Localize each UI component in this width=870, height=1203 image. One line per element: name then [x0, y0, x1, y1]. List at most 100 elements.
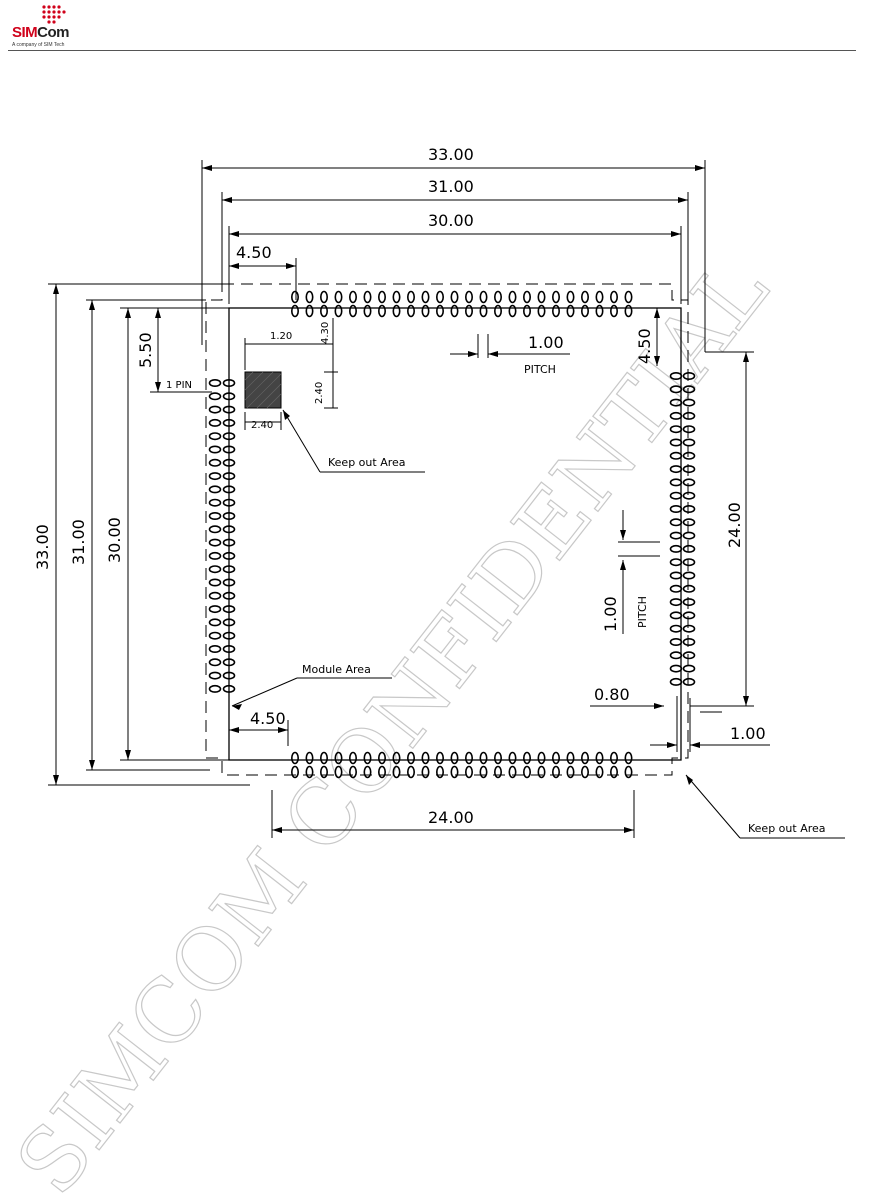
pad-bottom: [495, 753, 501, 764]
dim-top-33: 33.00: [428, 145, 474, 164]
pad-top: [480, 292, 486, 303]
pad-bottom: [582, 767, 588, 778]
pad-top: [524, 292, 530, 303]
pad-right: [684, 519, 695, 525]
pad-left: [210, 633, 221, 639]
pad-top: [596, 292, 602, 303]
dim-left-31: 31.00: [69, 519, 88, 565]
pad-right: [671, 546, 682, 552]
pad-left: [210, 486, 221, 492]
pad-top: [582, 306, 588, 317]
pad-right: [684, 559, 695, 565]
pad-left: [210, 393, 221, 399]
pad-top: [335, 306, 341, 317]
pad-top: [451, 292, 457, 303]
pad-top: [625, 306, 631, 317]
keepout-size-w: 2.40: [251, 420, 273, 431]
pad-left: [210, 513, 221, 519]
pin1-label: 1 PIN: [166, 380, 192, 391]
pad-right: [671, 639, 682, 645]
pad-bottom: [524, 753, 530, 764]
pad-left: [210, 646, 221, 652]
pad-right: [684, 453, 695, 459]
pad-top: [321, 306, 327, 317]
dim-top-left-offset: 4.50: [236, 243, 272, 262]
pad-right: [671, 626, 682, 632]
pad-bottom: [596, 753, 602, 764]
pad-top: [306, 292, 312, 303]
pad-top: [393, 292, 399, 303]
pad-right: [684, 626, 695, 632]
pad-right: [671, 612, 682, 618]
keepout-offset-h: 4.30: [320, 322, 331, 344]
pad-right: [671, 599, 682, 605]
pad-top: [582, 292, 588, 303]
pad-top: [321, 292, 327, 303]
watermark: SIMCOM CONFIDENTIAL: [0, 241, 788, 1203]
pad-left: [210, 380, 221, 386]
pad-top: [538, 306, 544, 317]
pad-right: [671, 466, 682, 472]
pad-top: [553, 292, 559, 303]
right-top-offset: 4.50: [635, 328, 654, 364]
top-pitch-value: 1.00: [528, 333, 564, 352]
pad-top: [451, 306, 457, 317]
pad-top: [509, 306, 515, 317]
pad-left: [210, 593, 221, 599]
pad-left: [210, 659, 221, 665]
pad-top: [292, 306, 298, 317]
pad-left: [210, 606, 221, 612]
pad-top: [611, 292, 617, 303]
pad-bottom: [292, 753, 298, 764]
pad-right: [684, 546, 695, 552]
pad-right: [684, 665, 695, 671]
keepout-size-h: 2.40: [314, 382, 325, 404]
top-pitch-label: PITCH: [524, 363, 556, 376]
pad-left: [210, 526, 221, 532]
pad-right: [671, 453, 682, 459]
pad-right: [684, 439, 695, 445]
pad-right: [671, 572, 682, 578]
pad-right: [684, 612, 695, 618]
pad-left: [210, 566, 221, 572]
pad-right: [684, 679, 695, 685]
pad-right: [684, 639, 695, 645]
keepout-offset-w: 1.20: [270, 331, 292, 342]
pad-bottom: [437, 753, 443, 764]
pad-top: [379, 306, 385, 317]
pad-bottom: [451, 767, 457, 778]
pad-bottom: [553, 767, 559, 778]
pad-right: [671, 665, 682, 671]
pad-right: [671, 519, 682, 525]
pad-right: [684, 506, 695, 512]
pad-left: [210, 672, 221, 678]
dim-left-33: 33.00: [33, 524, 52, 570]
pad-top: [379, 292, 385, 303]
pad-right: [671, 532, 682, 538]
pad-left: [210, 539, 221, 545]
pad-top: [335, 292, 341, 303]
pad-top: [466, 292, 472, 303]
pad-top: [350, 306, 356, 317]
pad-top: [437, 306, 443, 317]
dim-top-30: 30.00: [428, 211, 474, 230]
edge-gap-label: 1.00: [730, 724, 766, 743]
pad-right: [671, 586, 682, 592]
pad-top: [422, 306, 428, 317]
pad-right: [684, 532, 695, 538]
pad-top: [495, 306, 501, 317]
pad-top: [466, 306, 472, 317]
pad-top: [393, 306, 399, 317]
pad-top: [567, 292, 573, 303]
pad-bottom: [538, 767, 544, 778]
pad-top: [350, 292, 356, 303]
pad-bottom: [553, 753, 559, 764]
pad-left: [210, 406, 221, 412]
pad-top: [509, 292, 515, 303]
pad-top: [364, 292, 370, 303]
pad-left: [210, 500, 221, 506]
pad-bottom: [480, 753, 486, 764]
pad-right: [671, 559, 682, 565]
pad-top: [292, 292, 298, 303]
